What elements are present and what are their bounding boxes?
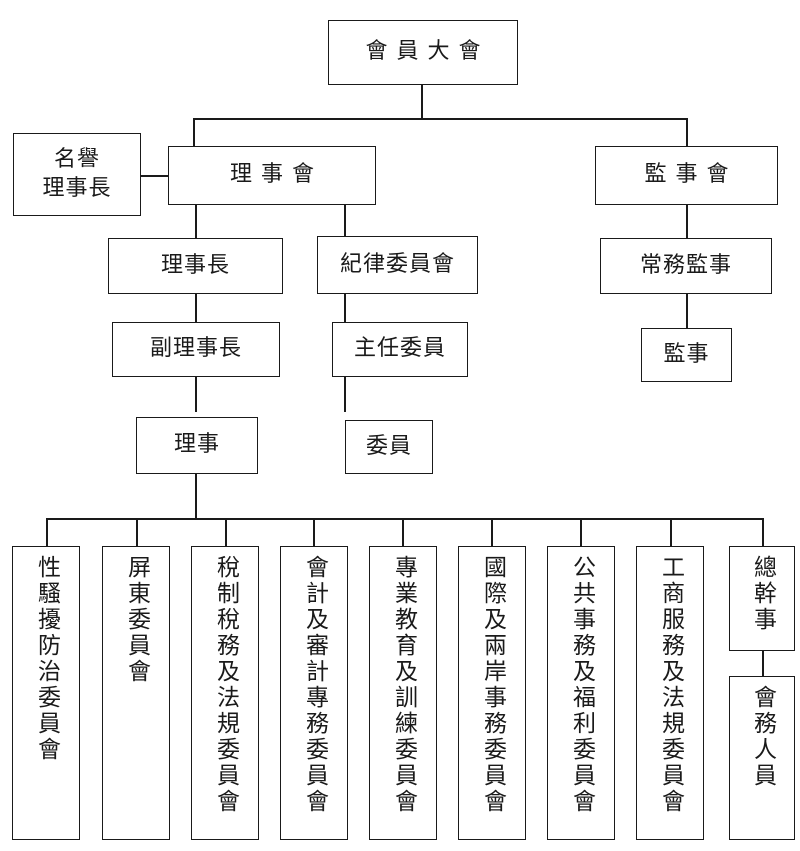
node-general-assembly-label: 會員大會 xyxy=(365,39,490,65)
connector-secretary-to-staff xyxy=(762,651,764,676)
node-committee-3[interactable]: 稅制稅務及法規委員會 xyxy=(191,546,259,840)
node-committee-1[interactable]: 性騷擾防治委員會 xyxy=(12,546,80,840)
connector-drop-6 xyxy=(491,518,493,546)
node-supervisor-label: 監事 xyxy=(663,341,710,367)
node-board-of-directors[interactable]: 理事會 xyxy=(168,146,376,205)
connector-committee-bus xyxy=(46,518,763,520)
node-board-of-supervisors[interactable]: 監事會 xyxy=(595,146,778,205)
node-committee-member-label: 委員 xyxy=(365,433,412,459)
connector-vice-to-director xyxy=(195,377,197,412)
node-committee-5-label: 專業教育及訓練委員會 xyxy=(390,555,417,815)
connector-directors-to-discipline xyxy=(344,205,346,239)
node-director[interactable]: 理事 xyxy=(136,417,258,474)
node-committee-7-label: 公共事務及福利委員會 xyxy=(568,555,595,815)
connector-honorary-chairman xyxy=(141,175,170,177)
node-vice-chairman-label: 副理事長 xyxy=(149,336,242,362)
node-committee-1-label: 性騷擾防治委員會 xyxy=(33,555,60,763)
connector-supervisors-to-standing xyxy=(686,205,688,239)
node-vice-chairman[interactable]: 副理事長 xyxy=(112,322,280,377)
node-secretary-general[interactable]: 總幹事 xyxy=(729,546,795,651)
node-honorary-chairman[interactable]: 名譽 理事長 xyxy=(13,133,141,216)
connector-drop-8 xyxy=(670,518,672,546)
connector-drop-2 xyxy=(136,518,138,546)
connector-to-board-directors xyxy=(193,118,195,146)
connector-drop-1 xyxy=(46,518,48,546)
node-committee-6[interactable]: 國際及兩岸事務委員會 xyxy=(458,546,526,840)
node-board-of-supervisors-label: 監事會 xyxy=(644,162,738,188)
node-board-of-directors-label: 理事會 xyxy=(229,162,323,188)
node-chief-committee-member-label: 主任委員 xyxy=(353,336,446,362)
node-supervisor[interactable]: 監事 xyxy=(641,328,732,382)
node-discipline-committee[interactable]: 紀律委員會 xyxy=(317,236,478,294)
node-secretary-general-label: 總幹事 xyxy=(749,555,776,633)
node-committee-4-label: 會計及審計專務委員會 xyxy=(301,555,328,815)
connector-standing-to-supervisor xyxy=(686,294,688,328)
node-standing-supervisor-label: 常務監事 xyxy=(639,252,732,278)
node-committee-3-label: 稅制稅務及法規委員會 xyxy=(212,555,239,815)
node-general-assembly[interactable]: 會員大會 xyxy=(328,20,518,85)
node-committee-member[interactable]: 委員 xyxy=(345,420,433,474)
node-honorary-chairman-label: 名譽 理事長 xyxy=(42,147,112,201)
node-committee-8[interactable]: 工商服務及法規委員會 xyxy=(636,546,704,840)
connector-level1-bus xyxy=(193,118,687,120)
node-chief-committee-member[interactable]: 主任委員 xyxy=(332,322,468,377)
node-committee-2-label: 屏東委員會 xyxy=(123,555,150,685)
node-committee-6-label: 國際及兩岸事務委員會 xyxy=(479,555,506,815)
node-committee-5[interactable]: 專業教育及訓練委員會 xyxy=(369,546,437,840)
node-director-label: 理事 xyxy=(173,432,220,458)
connector-assembly-stem xyxy=(421,85,423,119)
node-committee-7[interactable]: 公共事務及福利委員會 xyxy=(547,546,615,840)
node-chairman-label: 理事長 xyxy=(160,252,230,278)
node-committee-2[interactable]: 屏東委員會 xyxy=(102,546,170,840)
connector-drop-4 xyxy=(313,518,315,546)
connector-drop-5 xyxy=(402,518,404,546)
node-discipline-committee-label: 紀律委員會 xyxy=(339,251,455,277)
node-administrative-staff-label: 會務人員 xyxy=(749,685,776,789)
connector-director-stem xyxy=(195,474,197,519)
connector-discipline-to-chief xyxy=(344,294,346,322)
node-chairman[interactable]: 理事長 xyxy=(108,238,283,294)
connector-chief-to-member xyxy=(344,377,346,412)
connector-directors-to-chairman xyxy=(195,205,197,239)
connector-drop-7 xyxy=(580,518,582,546)
connector-drop-3 xyxy=(225,518,227,546)
connector-drop-9 xyxy=(762,518,764,546)
node-administrative-staff[interactable]: 會務人員 xyxy=(729,676,795,840)
node-committee-4[interactable]: 會計及審計專務委員會 xyxy=(280,546,348,840)
connector-chairman-to-vice xyxy=(195,294,197,322)
connector-to-board-supervisors xyxy=(686,118,688,146)
node-committee-8-label: 工商服務及法規委員會 xyxy=(657,555,684,815)
node-standing-supervisor[interactable]: 常務監事 xyxy=(600,238,772,294)
